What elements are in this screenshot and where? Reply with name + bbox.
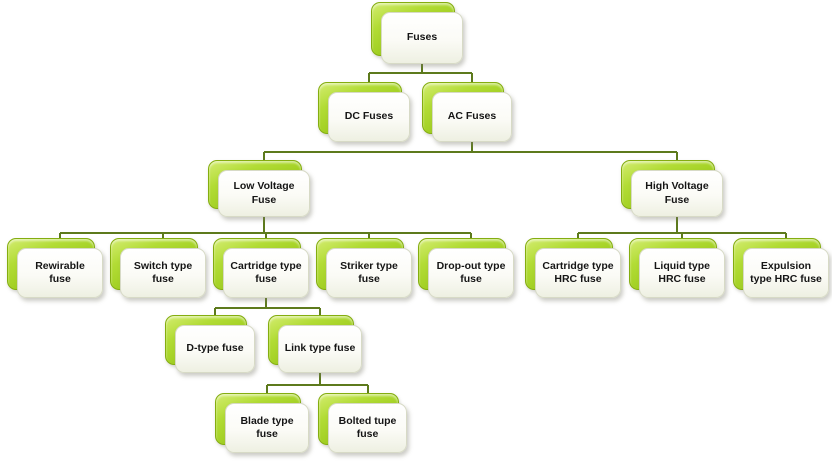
node-front-layer: Expulsion type HRC fuse xyxy=(743,248,829,298)
node-label: Expulsion type HRC fuse xyxy=(750,259,822,285)
node-front-layer: Drop-out type fuse xyxy=(428,248,514,298)
node-front-layer: Striker type fuse xyxy=(326,248,412,298)
node-striker-type-fuse: Striker type fuse xyxy=(316,238,412,298)
node-front-layer: Low Voltage Fuse xyxy=(218,170,310,217)
node-bolted-tupe-fuse: Bolted tupe fuse xyxy=(318,393,407,453)
node-label: Drop-out type fuse xyxy=(436,259,506,285)
node-label: Link type fuse xyxy=(284,342,356,355)
node-low-voltage-fuse: Low Voltage Fuse xyxy=(208,160,310,217)
node-front-layer: Bolted tupe fuse xyxy=(328,403,407,453)
node-expulsion-type-hrc-fuse: Expulsion type HRC fuse xyxy=(733,238,829,298)
node-front-layer: Fuses xyxy=(381,12,463,64)
node-label: Switch type fuse xyxy=(133,259,193,285)
node-front-layer: D-type fuse xyxy=(175,325,255,373)
node-front-layer: Cartridge type HRC fuse xyxy=(535,248,621,298)
node-high-voltage-fuse: High Voltage Fuse xyxy=(621,160,723,217)
node-blade-type-fuse: Blade type fuse xyxy=(215,393,309,453)
node-label: Liquid type HRC fuse xyxy=(654,259,710,285)
node-front-layer: Switch type fuse xyxy=(120,248,206,298)
node-front-layer: Rewirable fuse xyxy=(17,248,103,298)
node-drop-out-type-fuse: Drop-out type fuse xyxy=(418,238,514,298)
node-label: Cartridge type fuse xyxy=(230,259,302,285)
node-front-layer: DC Fuses xyxy=(328,92,410,142)
node-front-layer: Link type fuse xyxy=(278,325,362,373)
node-ac-fuses: AC Fuses xyxy=(422,82,512,142)
node-label: Cartridge type HRC fuse xyxy=(542,259,614,285)
node-label: Rewirable fuse xyxy=(35,259,85,285)
node-rewirable-fuse: Rewirable fuse xyxy=(7,238,103,298)
node-label: Low Voltage Fuse xyxy=(233,180,295,206)
node-front-layer: High Voltage Fuse xyxy=(631,170,723,217)
node-switch-type-fuse: Switch type fuse xyxy=(110,238,206,298)
node-cartridge-type-fuse: Cartridge type fuse xyxy=(213,238,309,298)
node-label: Blade type fuse xyxy=(240,414,294,440)
node-label: DC Fuses xyxy=(344,110,394,123)
node-front-layer: Blade type fuse xyxy=(225,403,309,453)
node-liquid-type-hrc-fuse: Liquid type HRC fuse xyxy=(629,238,725,298)
node-label: D-type fuse xyxy=(186,342,244,355)
node-label: Striker type fuse xyxy=(340,259,398,285)
node-front-layer: Cartridge type fuse xyxy=(223,248,309,298)
node-front-layer: AC Fuses xyxy=(432,92,512,142)
node-fuses: Fuses xyxy=(371,2,463,64)
node-d-type-fuse: D-type fuse xyxy=(165,315,255,373)
node-link-type-fuse: Link type fuse xyxy=(268,315,362,373)
node-dc-fuses: DC Fuses xyxy=(318,82,410,142)
node-cartridge-type-hrc-fuse: Cartridge type HRC fuse xyxy=(525,238,621,298)
node-label: AC Fuses xyxy=(447,110,497,123)
node-label: Fuses xyxy=(406,31,438,44)
node-front-layer: Liquid type HRC fuse xyxy=(639,248,725,298)
node-label: Bolted tupe fuse xyxy=(338,414,397,440)
node-label: High Voltage Fuse xyxy=(645,180,709,206)
